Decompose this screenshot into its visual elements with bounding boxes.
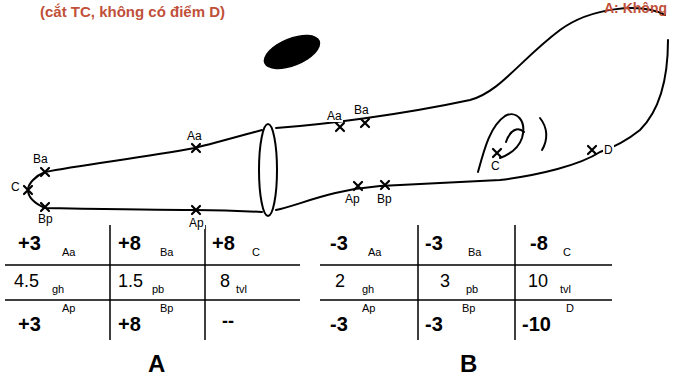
marker-label: Ba (32, 153, 49, 165)
marker-label: Ap (344, 193, 361, 205)
table-value: +3 (18, 233, 41, 253)
table-value: 1.5 (118, 272, 143, 290)
marker-label: Ap (188, 217, 205, 229)
table-subscript: Ba (468, 247, 481, 258)
table-value: -8 (530, 233, 548, 253)
table-value: -- (222, 312, 234, 330)
marker-label: C (490, 160, 501, 172)
marker-label: Bp (376, 193, 393, 205)
table-value: 3 (440, 272, 450, 290)
table-subscript: tvl (560, 284, 571, 295)
table-subscript: Bp (462, 303, 475, 314)
table-subscript: D (566, 303, 574, 314)
table-value: -3 (425, 314, 443, 334)
table-value: -10 (522, 314, 551, 334)
table-value: +8 (212, 233, 235, 253)
table-subscript: pb (466, 284, 478, 295)
table-value: -3 (425, 233, 443, 253)
table-subscript: Bp (160, 303, 173, 314)
table-value: 8 (220, 272, 230, 290)
marker-label: Ba (353, 104, 370, 116)
panel-letter: A (148, 352, 165, 376)
table-value: +3 (18, 314, 41, 334)
table-subscript: pb (152, 284, 164, 295)
table-value: 10 (528, 272, 548, 290)
table-value: 4.5 (14, 272, 39, 290)
table-subscript: Aa (62, 247, 75, 258)
table-value: +8 (118, 233, 141, 253)
note: A: Không (604, 1, 667, 15)
marker-label: D (603, 144, 614, 156)
table-subscript: Aa (368, 247, 381, 258)
panel-letter: B (460, 352, 477, 376)
table-subscript: gh (52, 284, 64, 295)
table-subscript: Ba (160, 247, 173, 258)
table-subscript: C (252, 247, 260, 258)
table-subscript: tvl (236, 284, 247, 295)
table-subscript: C (563, 247, 571, 258)
table-subscript: gh (362, 284, 374, 295)
diagram-title: (cắt TC, không có điểm D) (40, 4, 225, 19)
table-value: -3 (330, 314, 348, 334)
table-subscript: Ap (62, 303, 75, 314)
marker-label: Aa (186, 130, 203, 142)
table-value: 2 (335, 272, 345, 290)
table-value: +8 (118, 314, 141, 334)
table-subscript: Ap (362, 303, 375, 314)
marker-label: Bp (37, 213, 54, 225)
table-value: -3 (330, 233, 348, 253)
marker-label: C (10, 181, 21, 193)
marker-label: Aa (326, 110, 343, 122)
